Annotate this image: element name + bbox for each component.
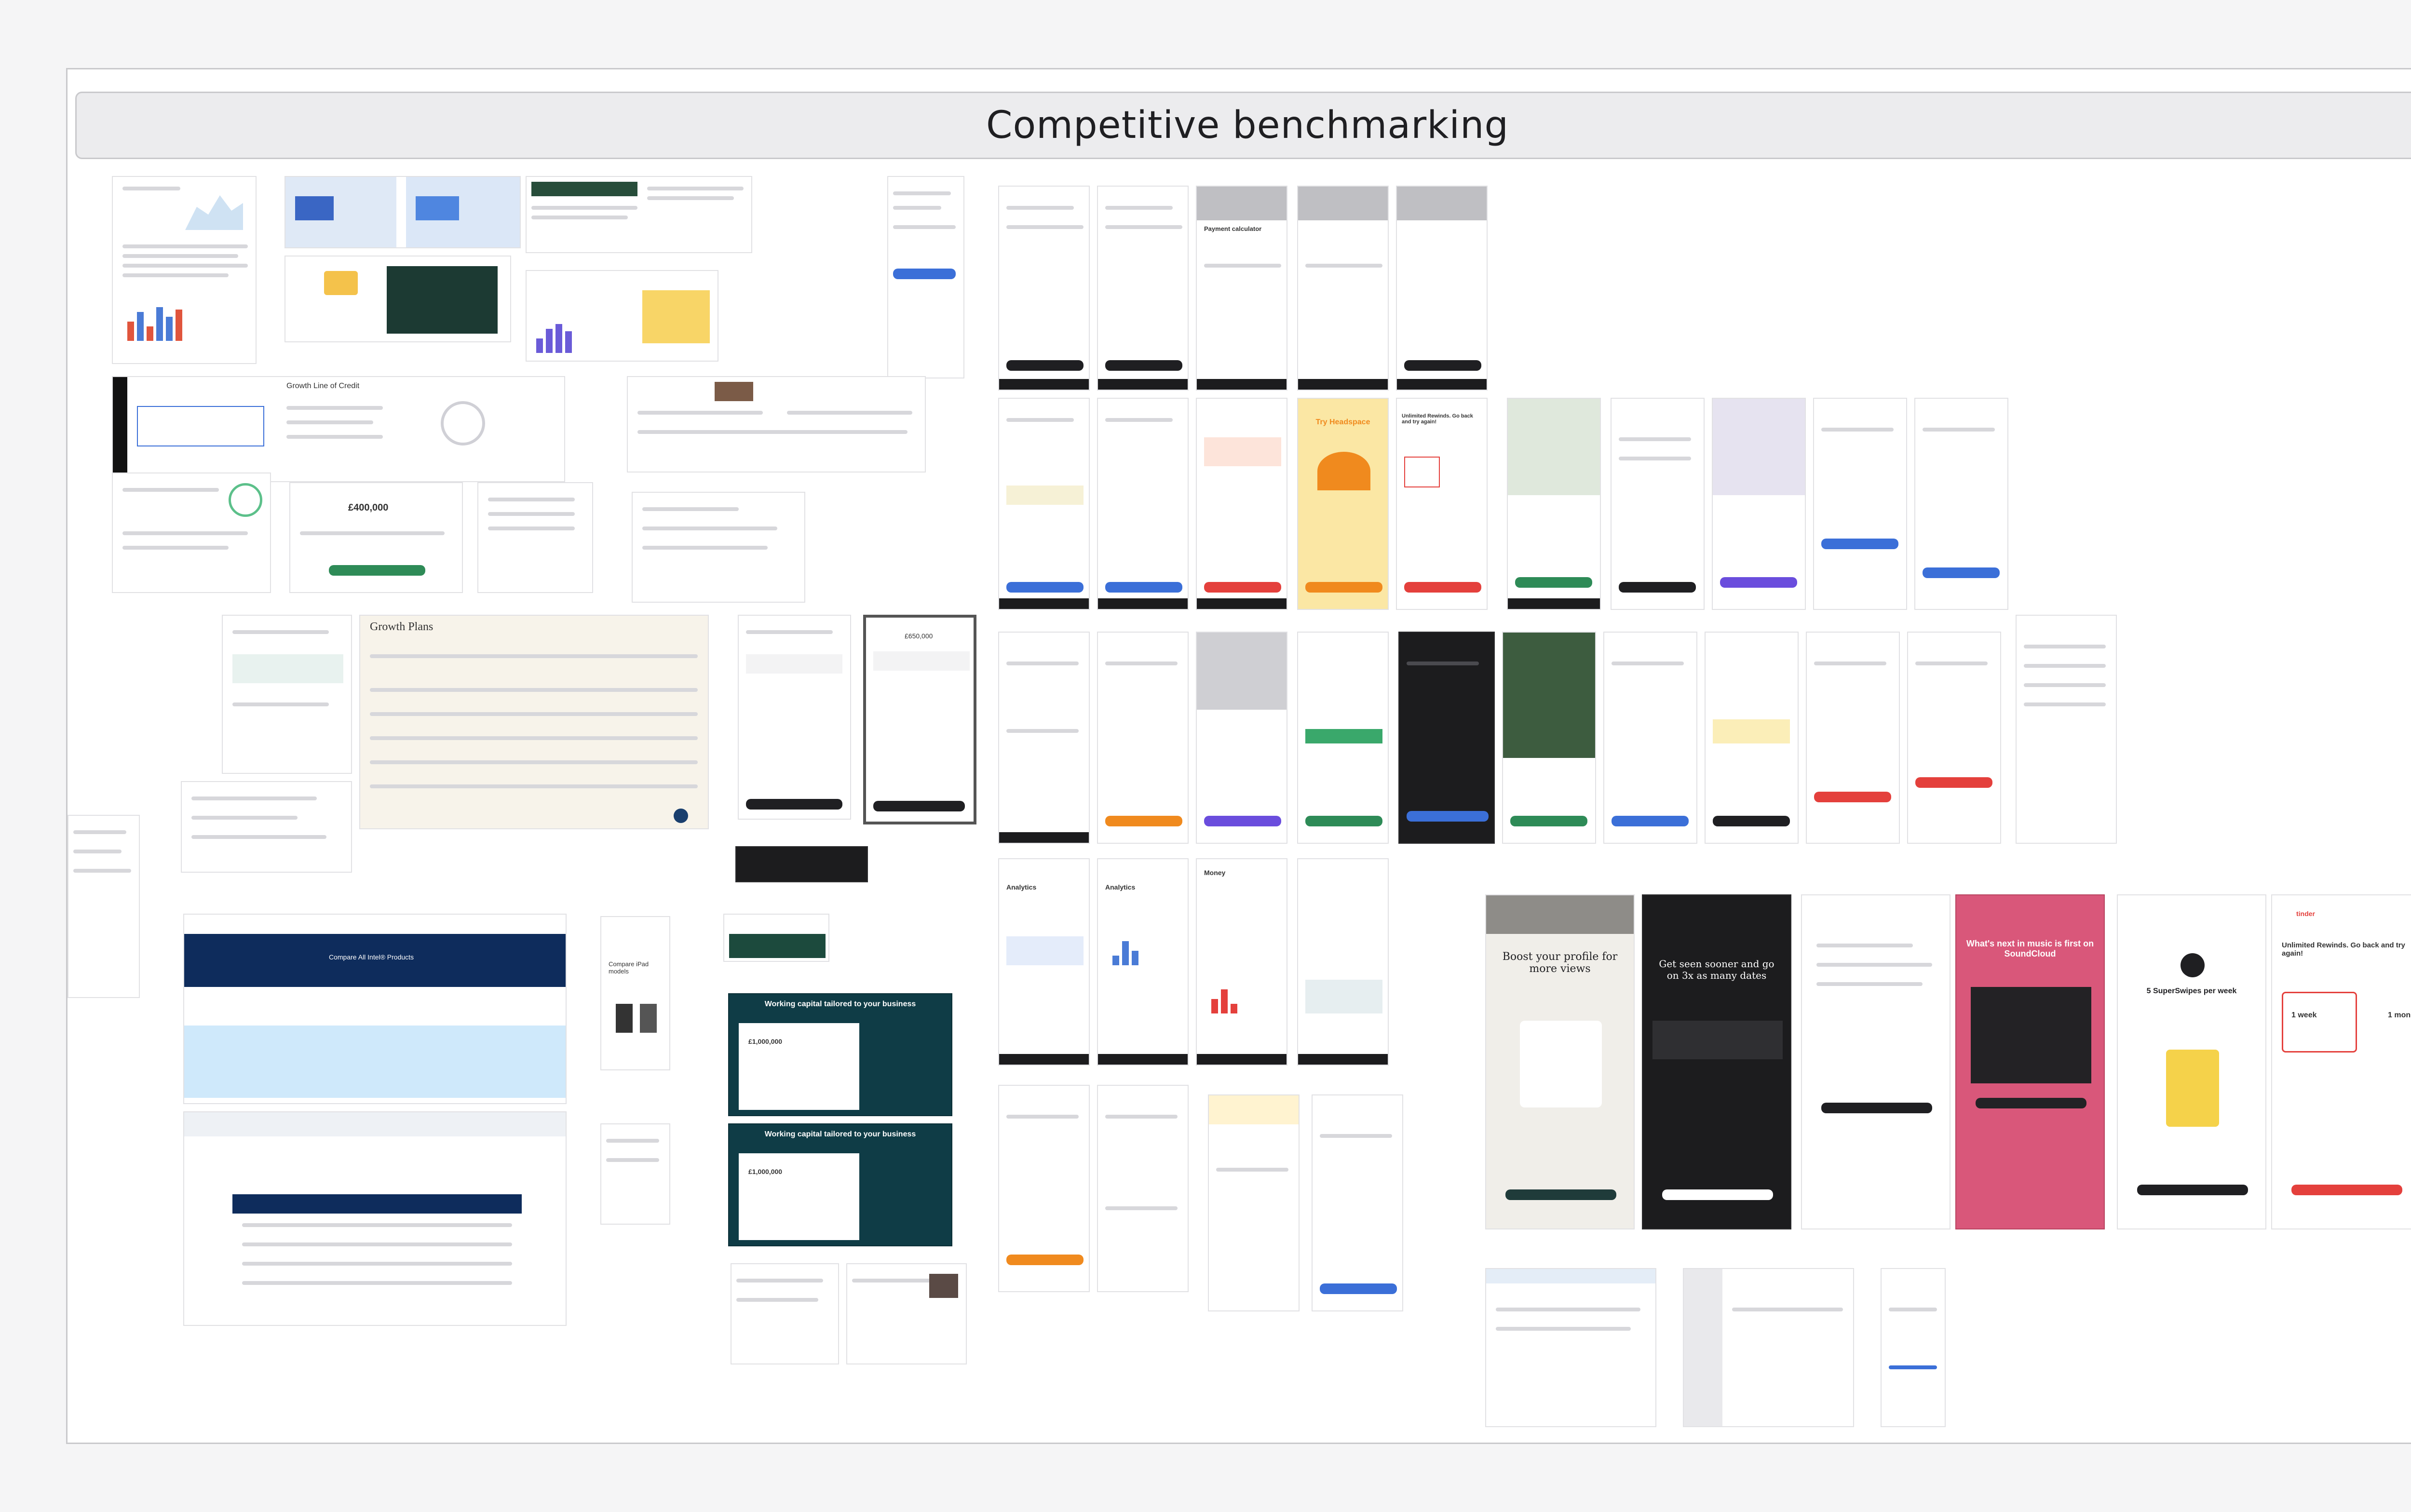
paywall-get-seen[interactable]: Get seen sooner and go on 3x as many dat… — [1642, 894, 1791, 1229]
mobile-plan-choice-1[interactable] — [998, 398, 1090, 610]
mobile-analytics-1[interactable]: Analytics — [998, 858, 1090, 1066]
thumbnail-folder-grid[interactable] — [284, 256, 511, 342]
mobile-country-list[interactable] — [2016, 615, 2117, 844]
thumbnail-desktop-1[interactable] — [1485, 1268, 1656, 1427]
tinder-one-month: 1 mon — [2388, 1011, 2411, 1019]
mobile-welcome-pro[interactable] — [1603, 632, 1697, 844]
boost-profile-headline: Boost your profile for more views — [1502, 951, 1618, 975]
thumbnail-modal-650k[interactable]: £650,000 — [863, 615, 976, 824]
thumbnail-plan-details[interactable] — [181, 781, 352, 873]
thumbnail-desktop-2[interactable] — [1683, 1268, 1854, 1427]
thumbnail-plan-card[interactable] — [222, 615, 352, 774]
thumbnail-mobile-form[interactable] — [887, 176, 964, 378]
mobile-billing-cycle[interactable] — [1806, 632, 1900, 844]
board-title: Competitive benchmarking — [986, 104, 1509, 147]
modal-price-650k: £650,000 — [905, 632, 933, 640]
wc-amount-1: £1,000,000 — [748, 1038, 783, 1045]
tinder-rewinds-headline: Unlimited Rewinds. Go back and try again… — [2282, 941, 2405, 958]
mobile-green-cta[interactable] — [1297, 632, 1389, 844]
tinder-logo: tinder — [2296, 910, 2315, 918]
mobile-payment-calc-1[interactable]: Payment calculator — [1196, 186, 1287, 391]
thumbnail-credit-summary[interactable] — [632, 492, 805, 603]
wc-title-1: Working capital tailored to your busines… — [764, 1000, 916, 1008]
tinder-one-week: 1 week — [2291, 1011, 2317, 1019]
thumbnail-doc-left[interactable] — [731, 1263, 839, 1364]
mobile-estimated-payment-2[interactable] — [1097, 186, 1189, 391]
mobile-premium-plan[interactable] — [1196, 398, 1287, 610]
mobile-pricing-list[interactable] — [1097, 632, 1189, 844]
mobile-bench-3[interactable] — [1208, 1094, 1300, 1311]
paywall-boost-profile[interactable]: Boost your profile for more views — [1485, 894, 1635, 1229]
mobile-photo-promo[interactable] — [1502, 632, 1596, 844]
wc-amount-2: £1,000,000 — [748, 1168, 783, 1175]
try-headspace-title: Try Headspace — [1315, 418, 1370, 426]
thumbnail-intel-table[interactable] — [183, 1111, 567, 1326]
thumbnail-growth-line-credit[interactable]: Growth Line of Credit — [112, 376, 565, 482]
mobile-analytics-2[interactable]: Analytics — [1097, 858, 1189, 1066]
thumbnail-narrow-doc[interactable] — [68, 815, 140, 998]
soundcloud-headline: What's next in music is first on SoundCl… — [1966, 939, 2094, 958]
thumbnail-dark-bar[interactable] — [735, 846, 868, 882]
mobile-plan-choice-2[interactable] — [1097, 398, 1189, 610]
mobile-select-plan[interactable] — [1705, 632, 1799, 844]
money-title: Money — [1204, 869, 1226, 877]
mobile-money[interactable]: Money — [1196, 858, 1287, 1066]
thumbnail-desktop-3[interactable] — [1881, 1268, 1946, 1427]
superswipes-headline: 5 SuperSwipes per week — [2146, 987, 2237, 995]
thumbnail-working-capital-2[interactable]: Working capital tailored to your busines… — [728, 1123, 952, 1246]
mobile-ride-options[interactable] — [1611, 398, 1705, 610]
mobile-dark-trial[interactable] — [1398, 632, 1495, 844]
thumbnail-compare-products[interactable]: Compare All Intel® Products — [183, 914, 567, 1104]
mobile-confirm-subscription[interactable] — [1196, 632, 1287, 844]
mobile-bench-2[interactable] — [1097, 1085, 1189, 1292]
paywall-soundcloud[interactable]: What's next in music is first on SoundCl… — [1955, 894, 2105, 1229]
mobile-upgrade-pro[interactable] — [1813, 398, 1907, 610]
compare-title: Compare All Intel® Products — [329, 953, 414, 961]
mobile-try-headspace[interactable]: Try Headspace — [1297, 398, 1389, 610]
mobile-payment-calc-3[interactable] — [1396, 186, 1488, 391]
compare-ipad-title: Compare iPad models — [609, 960, 649, 975]
mobile-payment-calc-2[interactable] — [1297, 186, 1389, 391]
thumbnail-credit-table[interactable] — [477, 482, 593, 593]
thumbnail-credit-offer[interactable] — [112, 472, 271, 593]
offer-400k: £400,000 — [348, 502, 389, 513]
thumbnail-400k-offer[interactable]: £400,000 — [289, 482, 463, 593]
thumbnail-modal-dark-1[interactable] — [738, 615, 851, 820]
mobile-map-route-1[interactable] — [1507, 398, 1601, 610]
mobile-checklist[interactable] — [1907, 632, 2001, 844]
mobile-save-offer[interactable] — [1914, 398, 2008, 610]
thumbnail-dashboard-charts[interactable] — [112, 176, 257, 364]
analytics-title-1: Analytics — [1006, 883, 1037, 891]
growth-line-title: Growth Line of Credit — [286, 382, 360, 390]
payment-calc-title: Payment calculator — [1204, 225, 1262, 232]
get-seen-headline: Get seen sooner and go on 3x as many dat… — [1659, 958, 1774, 981]
mobile-area-chart[interactable] — [1297, 858, 1389, 1066]
paywall-superswipes[interactable]: 5 SuperSwipes per week — [2117, 894, 2266, 1229]
analytics-title-2: Analytics — [1105, 883, 1136, 891]
thumbnail-growth-plans[interactable]: Growth Plans — [359, 615, 709, 829]
tinder-rewinds-title: Unlimited Rewinds. Go back and try again… — [1402, 413, 1473, 425]
thumbnail-doc-right[interactable] — [846, 1263, 967, 1364]
paywall-plans-list[interactable] — [1801, 894, 1950, 1229]
mobile-bench-4[interactable] — [1312, 1094, 1403, 1311]
wc-title-2: Working capital tailored to your busines… — [764, 1130, 916, 1138]
thumbnail-bar-charts[interactable] — [526, 270, 718, 362]
thumbnail-working-capital-1[interactable]: Working capital tailored to your busines… — [728, 993, 952, 1116]
thumbnail-compare-ipad[interactable]: Compare iPad models — [600, 916, 670, 1070]
thumbnail-growth-summary[interactable] — [627, 376, 926, 472]
paywall-tinder-rewinds[interactable]: tinder Unlimited Rewinds. Go back and tr… — [2271, 894, 2411, 1229]
mobile-estimated-payment-1[interactable] — [998, 186, 1090, 391]
mobile-tinder-rewinds[interactable]: Unlimited Rewinds. Go back and try again… — [1396, 398, 1488, 610]
thumbnail-table-screens[interactable] — [526, 176, 752, 253]
growth-plans-title: Growth Plans — [370, 621, 433, 633]
mobile-map-route-2[interactable] — [1712, 398, 1806, 610]
thumbnail-small-banner[interactable] — [723, 914, 829, 962]
mobile-settings-1[interactable] — [998, 632, 1090, 844]
board-title-bar: Competitive benchmarking — [75, 92, 2411, 159]
mobile-bench-1[interactable] — [998, 1085, 1090, 1292]
thumbnail-mini-table[interactable] — [600, 1123, 670, 1225]
thumbnail-blue-dashboards[interactable] — [284, 176, 521, 248]
